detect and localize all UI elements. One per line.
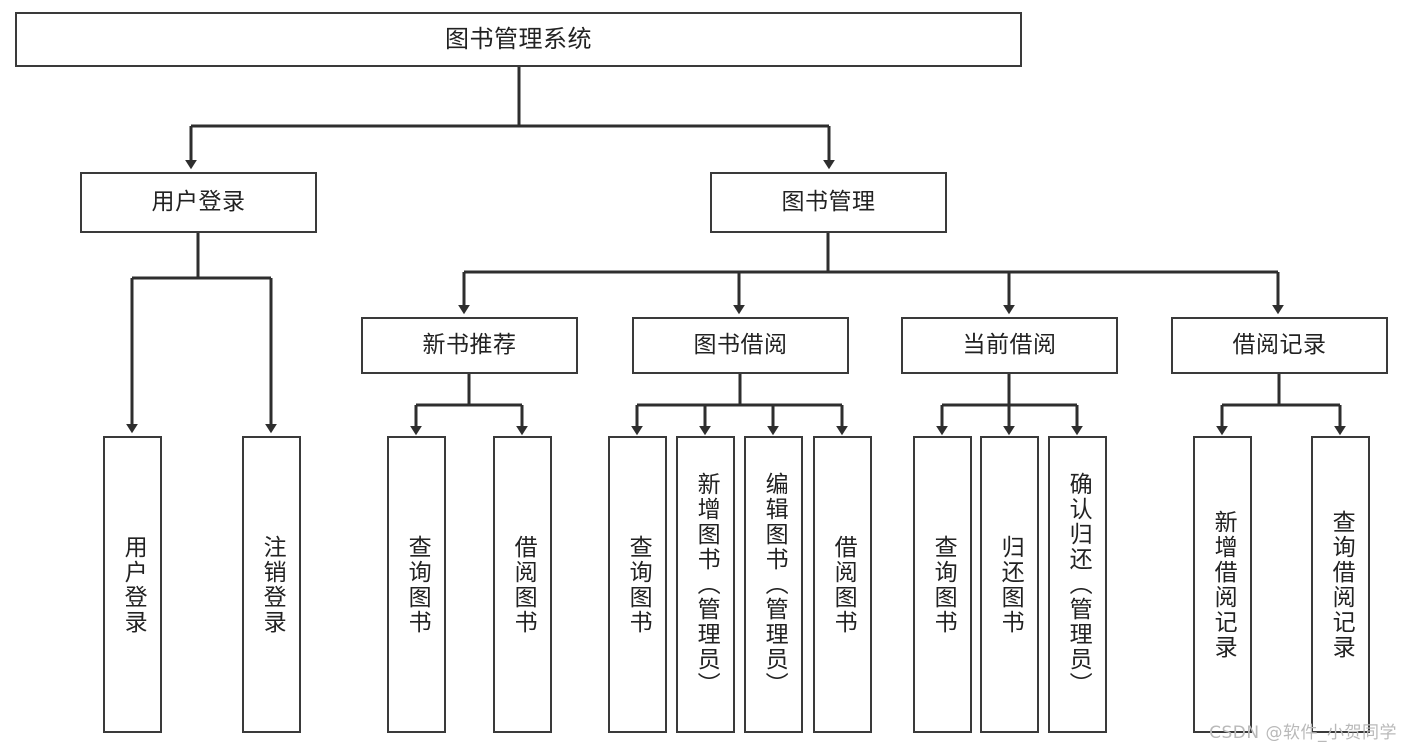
leaf-label: 注销登录 — [259, 534, 286, 635]
leaf-label: 查询图书 — [625, 534, 652, 635]
leaf-confirm-return[interactable]: 确认归还（管理员） — [1048, 436, 1107, 733]
node-user-login[interactable]: 用户登录 — [80, 172, 317, 233]
watermark-text: CSDN @软件_小贺同学 — [1209, 723, 1397, 743]
leaf-user-login[interactable]: 用户登录 — [103, 436, 162, 733]
leaf-add-book[interactable]: 新增图书（管理员） — [676, 436, 735, 733]
leaf-label: 编辑图书（管理员） — [761, 472, 788, 697]
node-root-system[interactable]: 图书管理系统 — [15, 12, 1022, 67]
node-borrow-record[interactable]: 借阅记录 — [1171, 317, 1388, 374]
leaf-label: 查询图书 — [930, 534, 957, 635]
leaf-return-book[interactable]: 归还图书 — [980, 436, 1039, 733]
leaf-edit-book[interactable]: 编辑图书（管理员） — [744, 436, 803, 733]
leaf-user-logout[interactable]: 注销登录 — [242, 436, 301, 733]
leaf-label: 归还图书 — [997, 534, 1024, 635]
leaf-borrow-book-1[interactable]: 借阅图书 — [493, 436, 552, 733]
leaf-label: 查询借阅记录 — [1328, 509, 1355, 660]
leaf-label: 借阅图书 — [830, 534, 857, 635]
node-book-manage[interactable]: 图书管理 — [710, 172, 947, 233]
node-book-borrow[interactable]: 图书借阅 — [632, 317, 849, 374]
leaf-query-book-2[interactable]: 查询图书 — [608, 436, 667, 733]
leaf-label: 确认归还（管理员） — [1065, 472, 1092, 697]
leaf-query-record[interactable]: 查询借阅记录 — [1311, 436, 1370, 733]
leaf-query-book-1[interactable]: 查询图书 — [387, 436, 446, 733]
leaf-borrow-book-2[interactable]: 借阅图书 — [813, 436, 872, 733]
leaf-label: 借阅图书 — [510, 534, 537, 635]
leaf-label: 查询图书 — [404, 534, 431, 635]
node-current-borrow[interactable]: 当前借阅 — [901, 317, 1118, 374]
leaf-label: 新增图书（管理员） — [693, 472, 720, 697]
leaf-query-book-3[interactable]: 查询图书 — [913, 436, 972, 733]
node-new-book-recommend[interactable]: 新书推荐 — [361, 317, 578, 374]
leaf-add-record[interactable]: 新增借阅记录 — [1193, 436, 1252, 733]
leaf-label: 用户登录 — [120, 534, 147, 635]
leaf-label: 新增借阅记录 — [1210, 509, 1237, 660]
